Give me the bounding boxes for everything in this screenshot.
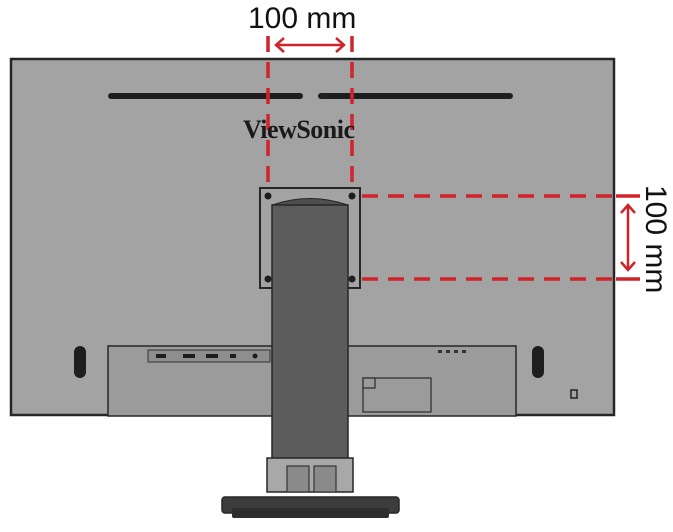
vent-slot-left xyxy=(108,93,303,99)
io-port xyxy=(183,354,195,358)
brand-logo: ViewSonic xyxy=(243,115,355,144)
vertical-spacing-label: 100 mm xyxy=(639,185,672,294)
double-arrow-horizontal-icon xyxy=(274,37,346,53)
audio-jack xyxy=(252,353,258,359)
label-plate-notch xyxy=(362,377,376,389)
cable-clip-slot xyxy=(286,465,310,493)
kensington-lock-icon xyxy=(570,389,578,399)
speaker-grille-icon xyxy=(532,346,544,378)
cable-clip-slot xyxy=(313,465,337,493)
vent-slot-right xyxy=(318,93,513,99)
cable-clip xyxy=(266,457,354,493)
io-port xyxy=(156,354,166,358)
horizontal-spacing-label: 100 mm xyxy=(248,2,357,35)
label-plate xyxy=(362,377,432,413)
io-ports xyxy=(156,353,258,359)
vesa-screw-hole-icon xyxy=(264,192,356,283)
io-port xyxy=(230,354,236,358)
stand-neck xyxy=(271,204,349,466)
stand-base-front xyxy=(232,508,389,518)
double-arrow-vertical-icon xyxy=(616,194,640,281)
speaker-grille-icon xyxy=(74,346,86,378)
vesa-guide-lines xyxy=(266,36,612,281)
button-row xyxy=(438,350,466,353)
io-port xyxy=(206,354,218,358)
